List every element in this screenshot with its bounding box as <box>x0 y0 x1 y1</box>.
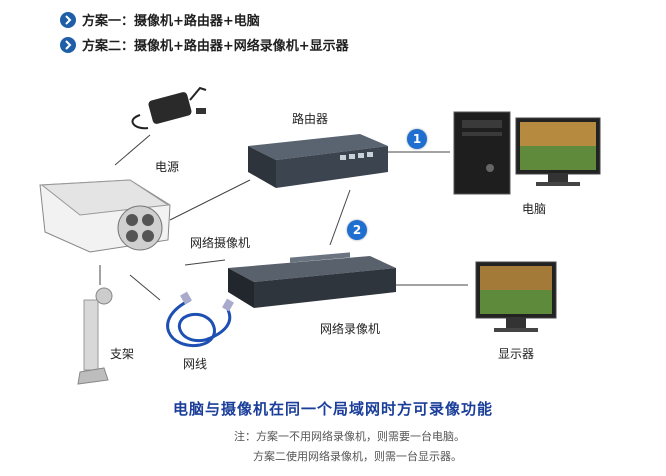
chevron-right-icon <box>60 11 76 28</box>
connection-lines <box>99 134 468 301</box>
plan-two-text: 方案二：摄像机+路由器+网络录像机+显示器 <box>82 39 349 54</box>
plan-one-badge: 1 <box>407 129 427 149</box>
plan-one-text: 方案一：摄像机+路由器+电脑 <box>82 14 260 29</box>
computer-icon <box>453 111 601 195</box>
power-adapter-icon <box>131 86 207 130</box>
router-icon <box>248 134 388 188</box>
monitor-icon <box>475 261 557 332</box>
chevron-right-icon <box>60 36 76 53</box>
note-line-1: 注：方案一不用网络录像机，则需要一台电脑。 <box>234 430 465 443</box>
camera-label: 网络摄像机 <box>190 236 251 250</box>
computer-label: 电脑 <box>522 202 547 216</box>
network-cable-icon <box>166 291 234 348</box>
nvr-label: 网络录像机 <box>320 322 381 336</box>
router-label: 路由器 <box>292 112 329 126</box>
headline: 电脑与摄像机在同一个局域网时方可录像功能 <box>172 400 493 418</box>
plan-two: 方案二：摄像机+路由器+网络录像机+显示器 <box>60 35 349 54</box>
bracket-label: 支架 <box>110 347 135 361</box>
monitor-label: 显示器 <box>498 347 535 361</box>
power-label: 电源 <box>155 160 180 174</box>
note-line-2: 方案二使用网络录像机，则需一台显示器。 <box>253 450 462 463</box>
camera-icon <box>39 179 171 253</box>
nvr-icon <box>228 252 396 308</box>
bracket-icon <box>77 287 113 385</box>
plan-two-badge: 2 <box>347 220 367 240</box>
cable-label: 网线 <box>183 357 208 371</box>
plan-one: 方案一：摄像机+路由器+电脑 <box>60 10 260 29</box>
